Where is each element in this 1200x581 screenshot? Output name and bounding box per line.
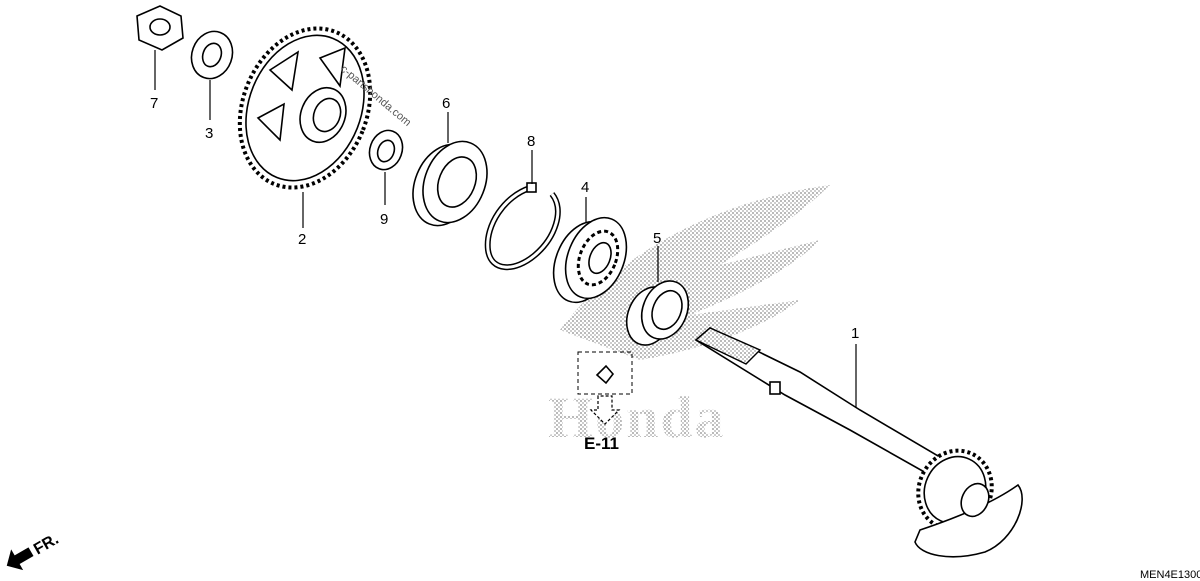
front-label: FR.	[31, 531, 62, 559]
part-8-circlip	[484, 150, 561, 271]
drawing-code: MEN4E1300	[1140, 569, 1200, 581]
callout-6: 6	[442, 95, 450, 112]
watermark-text: Honda	[548, 385, 726, 450]
callout-4: 4	[581, 179, 589, 196]
reference-label: E-11	[584, 434, 619, 453]
callout-9: 9	[380, 211, 388, 228]
reference-e11: E-11	[577, 351, 633, 453]
callout-2: 2	[298, 231, 306, 248]
part-2-gear: c-partshonda.com	[237, 26, 413, 228]
callout-1: 1	[851, 325, 859, 342]
part-6-oil-seal	[412, 112, 488, 227]
callout-8: 8	[527, 133, 535, 150]
part-4-bearing	[552, 197, 628, 304]
part-3-washer	[190, 30, 234, 120]
part-1-spindle	[694, 327, 1023, 558]
callout-5: 5	[653, 230, 661, 247]
callout-7: 7	[150, 95, 158, 112]
part-7-nut	[136, 5, 184, 90]
front-direction-arrow: FR.	[6, 531, 62, 571]
callouts: 7 3 2 9 6 8 4 5 1	[150, 95, 859, 342]
part-5-needle-bearing	[625, 246, 690, 346]
callout-3: 3	[205, 125, 213, 142]
part-9-collar	[368, 129, 404, 205]
